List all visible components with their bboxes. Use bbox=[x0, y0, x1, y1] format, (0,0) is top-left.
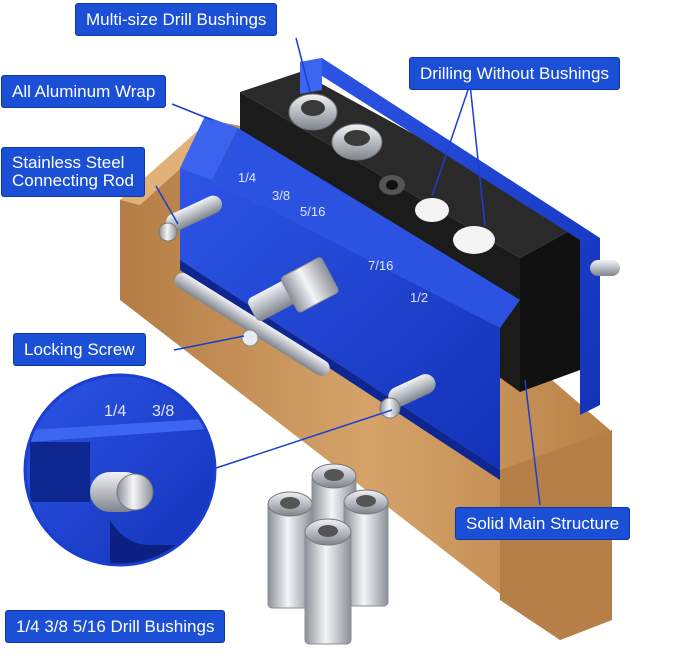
top-bushings bbox=[288, 93, 383, 161]
mark-3-8: 3/8 bbox=[272, 188, 290, 203]
label-aluminum-wrap: All Aluminum Wrap bbox=[2, 76, 166, 107]
mark-1-2: 1/2 bbox=[410, 290, 428, 305]
zoom-mark-1-4: 1/4 bbox=[104, 403, 126, 420]
label-connecting-rod-line2: Connecting Rod bbox=[12, 171, 134, 190]
callout-lines bbox=[155, 37, 541, 506]
connecting-rods bbox=[158, 195, 620, 419]
back-aluminum-wall bbox=[300, 58, 600, 415]
drill-holes bbox=[379, 175, 495, 254]
scale-markings: 1/4 3/8 5/16 7/16 1/2 bbox=[238, 170, 428, 305]
label-connecting-rod-line1: Stainless Steel bbox=[12, 153, 125, 172]
label-drilling-without-bushings: Drilling Without Bushings bbox=[410, 58, 619, 89]
mark-1-4: 1/4 bbox=[238, 170, 256, 185]
label-drill-bushings-sizes: 1/4 3/8 5/16 Drill Bushings bbox=[6, 611, 225, 642]
mark-7-16: 7/16 bbox=[368, 258, 393, 273]
zoom-detail: 1/4 3/8 bbox=[23, 373, 217, 567]
label-connecting-rod: Stainless Steel Connecting Rod bbox=[2, 148, 144, 196]
label-locking-screw: Locking Screw bbox=[14, 334, 145, 365]
loose-bushings bbox=[267, 463, 389, 645]
locking-screw bbox=[174, 257, 339, 376]
zoom-mark-3-8: 3/8 bbox=[152, 403, 174, 420]
mark-5-16: 5/16 bbox=[300, 204, 325, 219]
label-solid-main-structure: Solid Main Structure bbox=[456, 508, 630, 539]
label-multi-size-bushings: Multi-size Drill Bushings bbox=[76, 4, 277, 35]
